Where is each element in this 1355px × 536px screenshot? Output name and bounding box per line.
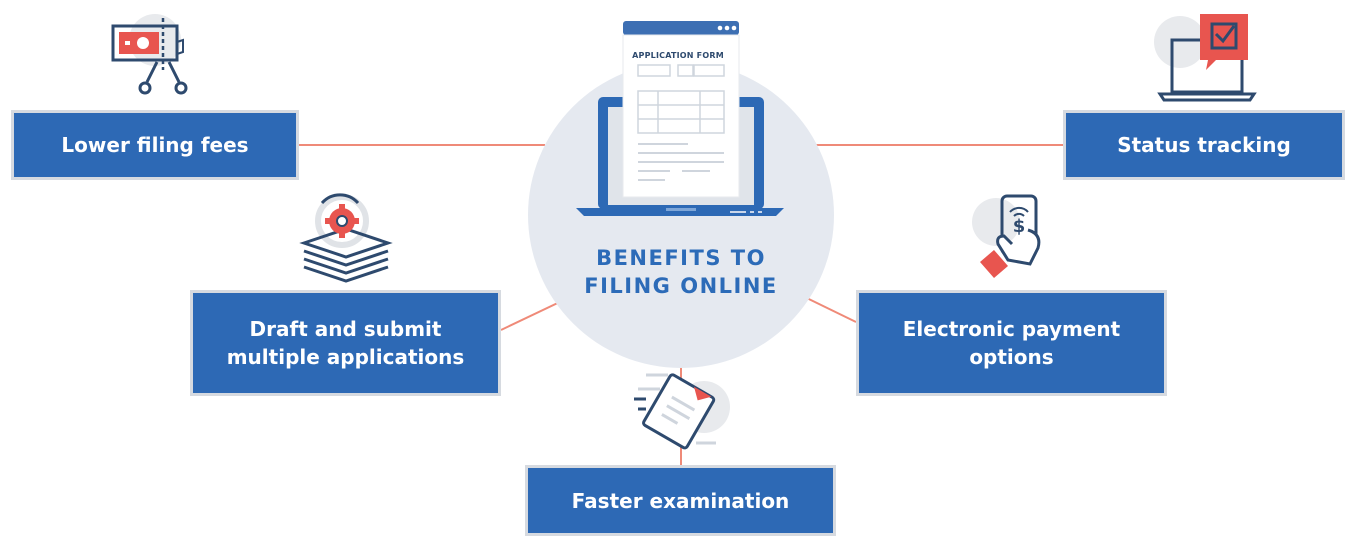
faster-examination-box: Faster examination: [525, 465, 836, 536]
stacked-documents-gear-icon: [299, 193, 393, 283]
status-tracking-label: Status tracking: [1117, 133, 1291, 157]
draft-submit-box: Draft and submit multiple applications: [190, 290, 501, 396]
application-form-label: APPLICATION FORM: [632, 51, 724, 60]
svg-text:$: $: [1013, 216, 1026, 237]
lower-filing-fees-label: Lower filing fees: [61, 133, 249, 157]
hub-title: BENEFITS TO FILING ONLINE: [545, 244, 817, 300]
cut-money-icon: [111, 14, 188, 95]
draft-submit-line1: Draft and submit: [249, 317, 442, 341]
electronic-payment-line2: options: [969, 345, 1054, 369]
draft-submit-line2: multiple applications: [226, 345, 465, 369]
faster-examination-label: Faster examination: [571, 488, 790, 513]
hub-title-line1: BENEFITS TO: [596, 246, 766, 270]
laptop-checkbox-icon: [1154, 14, 1257, 102]
hub-title-line2: FILING ONLINE: [584, 274, 778, 298]
laptop-application-form-icon: [576, 21, 784, 216]
electronic-payment-box: Electronic payment options: [856, 290, 1167, 396]
phone-payment-icon: $: [972, 194, 1041, 278]
lower-filing-fees-box: Lower filing fees: [11, 110, 299, 180]
electronic-payment-line1: Electronic payment: [902, 317, 1121, 341]
status-tracking-box: Status tracking: [1063, 110, 1345, 180]
fast-document-icon: [634, 373, 730, 450]
